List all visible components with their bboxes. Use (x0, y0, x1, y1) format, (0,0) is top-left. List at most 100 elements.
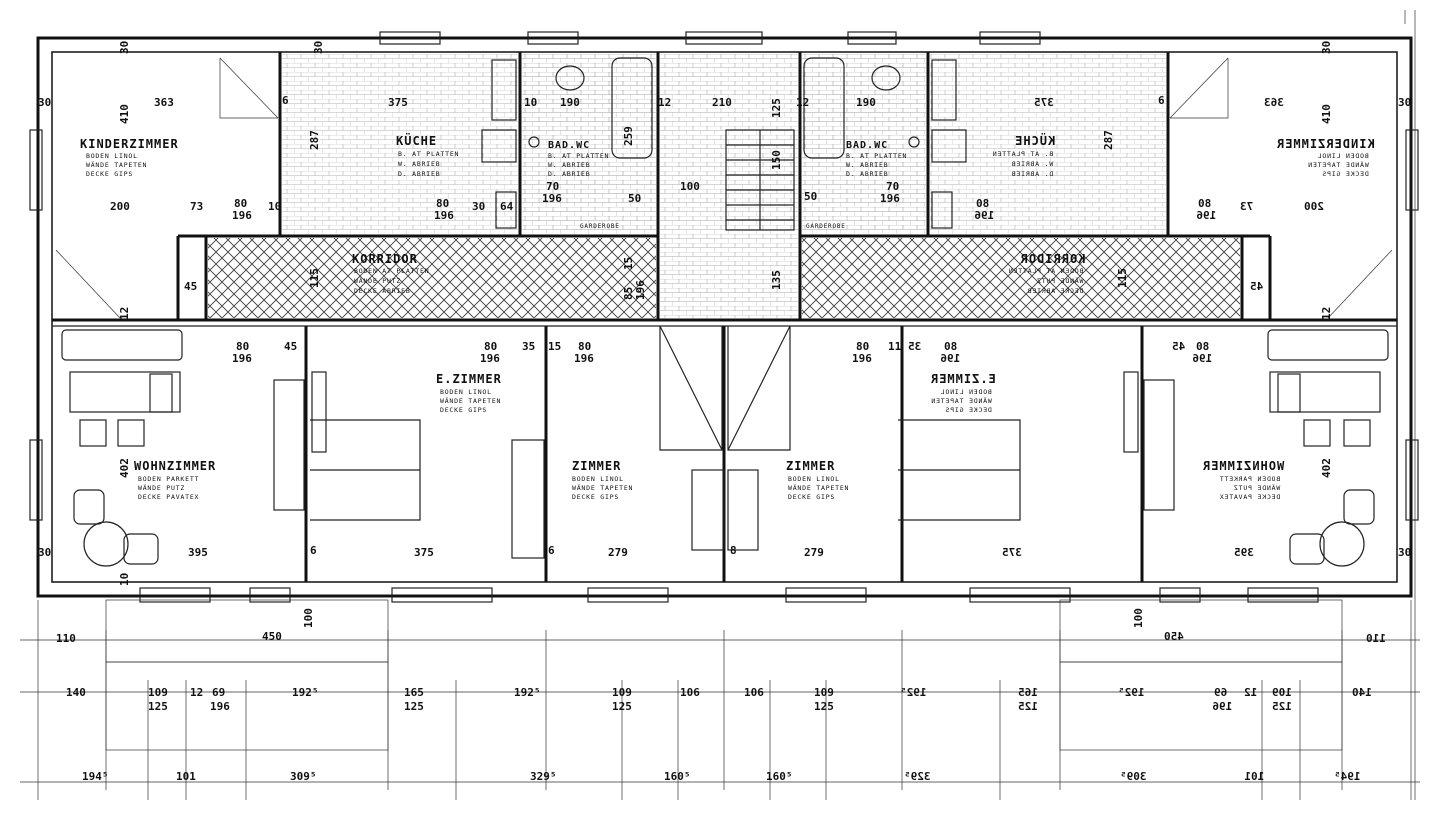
kitchen-tiles-right (930, 54, 1166, 234)
dim: 35 (908, 340, 921, 353)
room-spec: DECKE GIPS (788, 493, 835, 501)
room-spec: DECKE GIPS (86, 170, 133, 178)
beds (273, 371, 1175, 559)
dim: 375 (414, 546, 434, 559)
dim: 192⁵ (900, 686, 927, 699)
room-bad-right: BAD.WC B. AT PLATTEN W. ABRIEB D. ABRIEB (846, 140, 907, 178)
room-ezimmer-right: E.ZIMMER BODEN LINOL WÄNDE TAPETEN DECKE… (930, 372, 996, 414)
room-spec: D. ABRIEB (548, 170, 590, 178)
room-spec: WÄNDE TAPETEN (572, 483, 633, 492)
left-walls-lower (304, 326, 726, 582)
dim: 45 (184, 280, 197, 293)
dim: 80 (976, 197, 989, 210)
dim: 30 (1398, 96, 1411, 109)
dim: 6 (1158, 94, 1165, 107)
dim: 109 (1272, 686, 1292, 699)
room-name: KORRIDOR (1020, 252, 1086, 266)
room-spec: WÄNDE PUTZ (354, 276, 401, 285)
room-spec: BODEN LINOL (572, 475, 624, 483)
dim: 196 (574, 352, 594, 365)
dim: 6 (310, 544, 317, 557)
dim: 259 (622, 126, 635, 146)
dim: 160⁵ (766, 770, 793, 783)
dim: 69 (212, 686, 225, 699)
dim: 10 (524, 96, 537, 109)
dim: 35 (522, 340, 535, 353)
dim: 12 (190, 686, 203, 699)
dim: 101 (1244, 770, 1264, 783)
dim: 30 (312, 41, 325, 54)
dim: 30 (1320, 41, 1333, 54)
room-spec: BODEN AT PLATTEN (1008, 267, 1083, 275)
dim: 109 (148, 686, 168, 699)
dim: 329⁵ (530, 770, 557, 783)
corridor-floor-right (802, 238, 1240, 318)
dim: 64 (500, 200, 514, 213)
room-spec: DECKE GIPS (945, 406, 992, 414)
room-spec: WÄNDE TAPETEN (86, 160, 147, 169)
dim: 309⁵ (290, 770, 317, 783)
right-walls-lower (900, 326, 1144, 582)
room-bad-left: BAD.WC B. AT PLATTEN W. ABRIEB D. ABRIEB (548, 140, 608, 178)
dimension-lines (20, 10, 1420, 800)
stair-hall-tiles (660, 54, 798, 318)
dim: 45 (284, 340, 297, 353)
structure (20, 10, 1420, 800)
dim: 12 (118, 307, 131, 320)
left-walls-upper (176, 52, 660, 320)
dim: 190 (856, 96, 876, 109)
dim: 450 (1164, 630, 1184, 643)
room-spec: B. AT PLATTEN (398, 150, 459, 158)
room-name: E.ZIMMER (436, 372, 502, 386)
dim: 200 (1304, 200, 1324, 213)
dim: 309⁵ (1120, 770, 1147, 783)
dim: 115 (1116, 268, 1129, 288)
dim: 140 (66, 686, 86, 699)
room-spec: DECKE PAVATEX (138, 493, 199, 501)
room-spec: WÄNDE TAPETEN (1307, 160, 1368, 169)
room-name: KÜCHE (396, 133, 437, 148)
dim: 30 (1398, 546, 1411, 559)
dim: 125 (148, 700, 168, 713)
room-spec: B. AT PLATTEN (846, 152, 907, 160)
bathroom-fixtures-left (481, 57, 653, 163)
room-spec: D. ABRIEB (398, 170, 440, 178)
dim: 125 (612, 700, 632, 713)
dim: 11 (888, 340, 902, 353)
windows-top (379, 31, 1041, 45)
windows-side (29, 129, 1419, 521)
staircase (725, 129, 795, 231)
dim: 135 (770, 270, 783, 290)
dim: 196 (1196, 209, 1216, 222)
dim: 12 (1244, 686, 1257, 699)
room-name: KORRIDOR (352, 252, 418, 266)
dim: 101 (176, 770, 196, 783)
room-name: ZIMMER (572, 459, 621, 473)
dim: 80 (436, 197, 449, 210)
dim: 10 (118, 573, 131, 586)
room-spec: W. ABRIEB (846, 161, 888, 169)
dim: 196 (210, 700, 230, 713)
dim: 194⁵ (82, 770, 109, 783)
dim: 395 (1234, 546, 1254, 559)
room-spec: WÄNDE PUTZ (138, 483, 185, 492)
dim: 125 (1272, 700, 1292, 713)
dim: 196 (434, 209, 454, 222)
dim: 192⁵ (1118, 686, 1145, 699)
dim: 363 (154, 96, 174, 109)
dim: 450 (262, 630, 282, 643)
room-spec: B. AT PLATTEN (992, 150, 1053, 158)
room-zimmer-right: ZIMMER BODEN LINOL WÄNDE TAPETEN DECKE G… (786, 459, 848, 501)
room-kinderzimmer-left: KINDERZIMMER BODEN LINOL WÄNDE TAPETEN D… (80, 137, 178, 178)
dim: 12 (658, 96, 671, 109)
room-name: KINDERZIMMER (1276, 137, 1375, 151)
room-spec: WÄNDE PUTZ (1036, 276, 1083, 285)
dim: 375 (1034, 96, 1054, 109)
dim: 196 (634, 280, 647, 300)
dim: 402 (118, 458, 131, 478)
dim: 45 (1172, 340, 1185, 353)
dim: 106 (744, 686, 764, 699)
dim: 196 (1212, 700, 1232, 713)
wardrobes (659, 325, 791, 451)
dim: 100 (302, 608, 315, 628)
